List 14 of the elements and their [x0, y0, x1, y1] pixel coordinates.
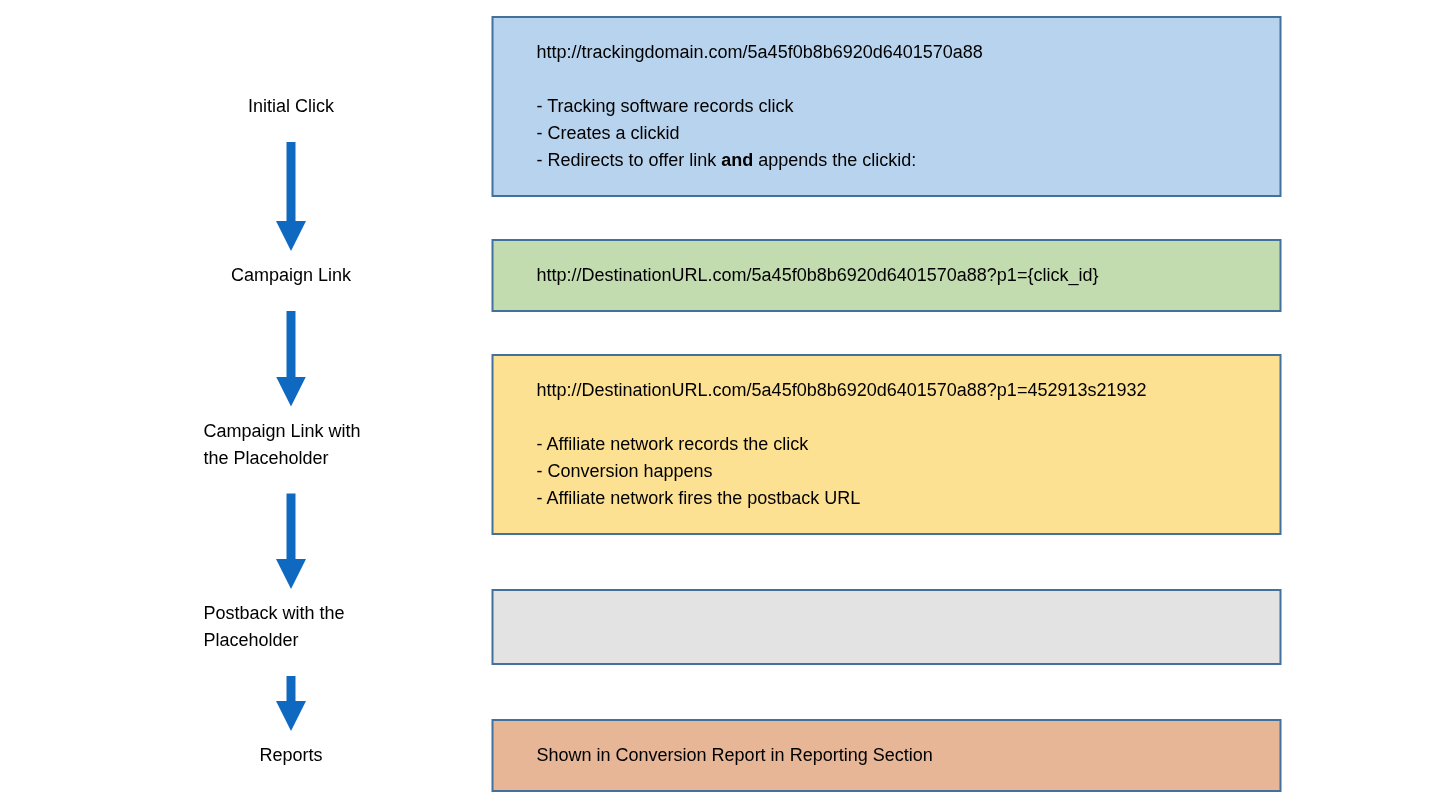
step-label: Campaign Link — [230, 265, 352, 285]
block-arrow — [276, 493, 306, 589]
block-arrow — [276, 142, 306, 251]
step-label: Reports — [259, 745, 323, 765]
process-box: http://DestinationURL.com/5a45f0b8b6920d6401570a88?p1=452913s21932 - Affiliate network records the click - Conversion happens - Affiliate network fires the postback URL — [491, 354, 1282, 535]
process-box: http://trackingdomain.com/5a45f0b8b6920d6401570a88 - Tracking software records click - Creates a clickid - Redirects to offer link and appends the clickid: — [491, 16, 1282, 197]
process-box: http://DestinationURL.com/5a45f0b8b6920d6401570a88?p1={click_id} — [491, 239, 1282, 312]
process-box: Shown in Conversion Report in Reporting Section — [491, 719, 1282, 792]
step-label: Campaign Link with the Placeholder — [203, 420, 361, 468]
process-box — [491, 589, 1282, 665]
block-arrow — [276, 676, 306, 731]
block-arrow — [276, 311, 306, 407]
step-label: Postback with the Placeholder — [203, 603, 345, 650]
step-label: Initial Click — [248, 96, 334, 116]
